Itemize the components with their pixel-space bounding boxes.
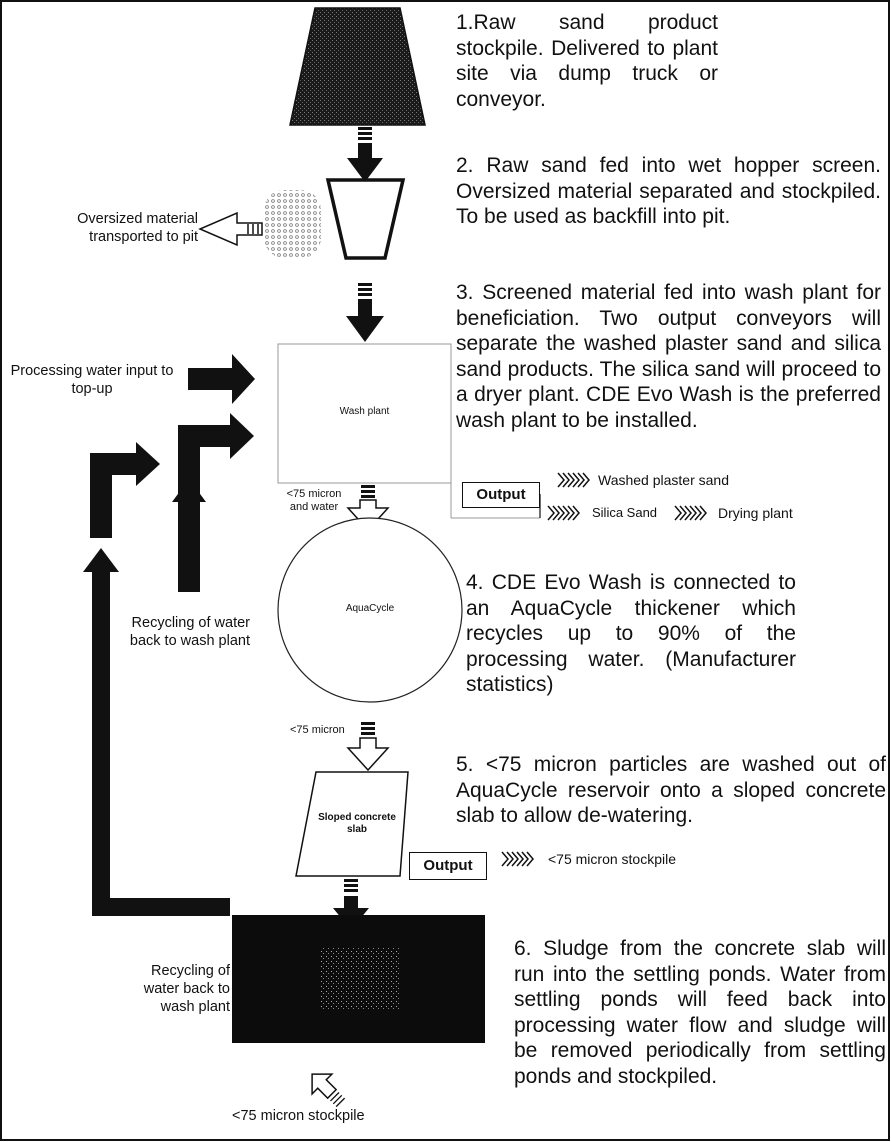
wash-plant-box — [277, 343, 452, 484]
recycling-outer-arrow — [83, 442, 230, 916]
processing-water-arrow — [188, 354, 255, 404]
recycling-label-lower: Recycling of water back to wash plant — [143, 963, 230, 1015]
step-1-text: 1.Raw sand product stockpile. Delivered … — [456, 11, 718, 111]
drying-plant-label: Drying plant — [718, 505, 793, 521]
output-box-slab: Output — [409, 852, 487, 880]
recycling-label-upper: Recycling of water back to wash plant — [129, 615, 250, 649]
step-6-text: 6. Sludge from the concrete slab will ru… — [514, 937, 886, 1088]
oversized-pile — [264, 190, 321, 258]
sloped-slab-shape — [295, 771, 409, 877]
arrow-aquacycle-to-slab — [346, 722, 390, 772]
aquacycle-circle — [277, 517, 463, 703]
micron-label: <75 micron — [290, 724, 345, 736]
recycling-inner-up-arrow — [172, 479, 206, 502]
aquacycle-label: AquaCycle — [345, 603, 395, 614]
chevrons-micron-stockpile — [501, 851, 534, 867]
arrow-to-oversized — [198, 211, 263, 247]
step-3-text: 3. Screened material fed into wash plant… — [456, 281, 881, 432]
arrow-pond-to-stockpile — [311, 1073, 346, 1108]
washed-plaster-label: Washed plaster sand — [598, 472, 729, 488]
chevrons-drying — [674, 505, 707, 521]
oversized-label: Oversized material transported to pit — [77, 211, 198, 245]
chevrons-silica — [547, 505, 580, 521]
step-2-text: 2. Raw sand fed into wet hopper screen. … — [456, 154, 881, 228]
silica-sand-label: Silica Sand — [592, 505, 658, 520]
arrow-stockpile-to-hopper — [347, 127, 383, 182]
step-5-text: 5. <75 micron particles are washed out o… — [456, 753, 886, 827]
arrow-hopper-to-washplant — [346, 283, 384, 342]
step-4-text: 4. CDE Evo Wash is connected to an AquaC… — [466, 571, 796, 696]
micron-stockpile-label-bottom: <75 micron stockpile — [232, 1108, 365, 1124]
stockpile-shape — [289, 7, 426, 126]
arrow-slab-to-pond — [333, 879, 369, 930]
output-box-washplant: Output — [462, 482, 540, 508]
chevrons-washed-plaster — [557, 472, 590, 488]
hopper-shape — [325, 178, 406, 260]
wash-plant-label: Wash plant — [339, 406, 390, 417]
processing-water-label: Processing water input to top-up — [10, 363, 174, 397]
micron-stockpile-label-output: <75 micron stockpile — [548, 851, 677, 867]
sloped-slab-label: Sloped concrete slab — [318, 812, 396, 835]
micron-water-label: <75 micron and water — [286, 488, 342, 513]
